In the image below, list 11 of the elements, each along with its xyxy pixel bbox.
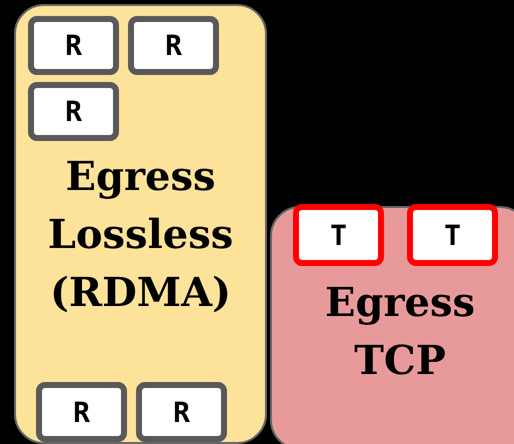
queue-label: T xyxy=(293,204,384,266)
queue-label: R xyxy=(136,382,227,442)
queue-label: R xyxy=(28,16,119,75)
queue-label: R xyxy=(128,16,219,75)
queue-label: R xyxy=(36,382,127,442)
queue-label: T xyxy=(407,204,498,266)
queue-label: R xyxy=(28,82,119,141)
group-title: Egress TCP xyxy=(324,278,476,386)
group-panel xyxy=(270,206,514,444)
group-title: Egress Lossless (RDMA) xyxy=(46,152,234,318)
group-panel xyxy=(14,4,267,444)
